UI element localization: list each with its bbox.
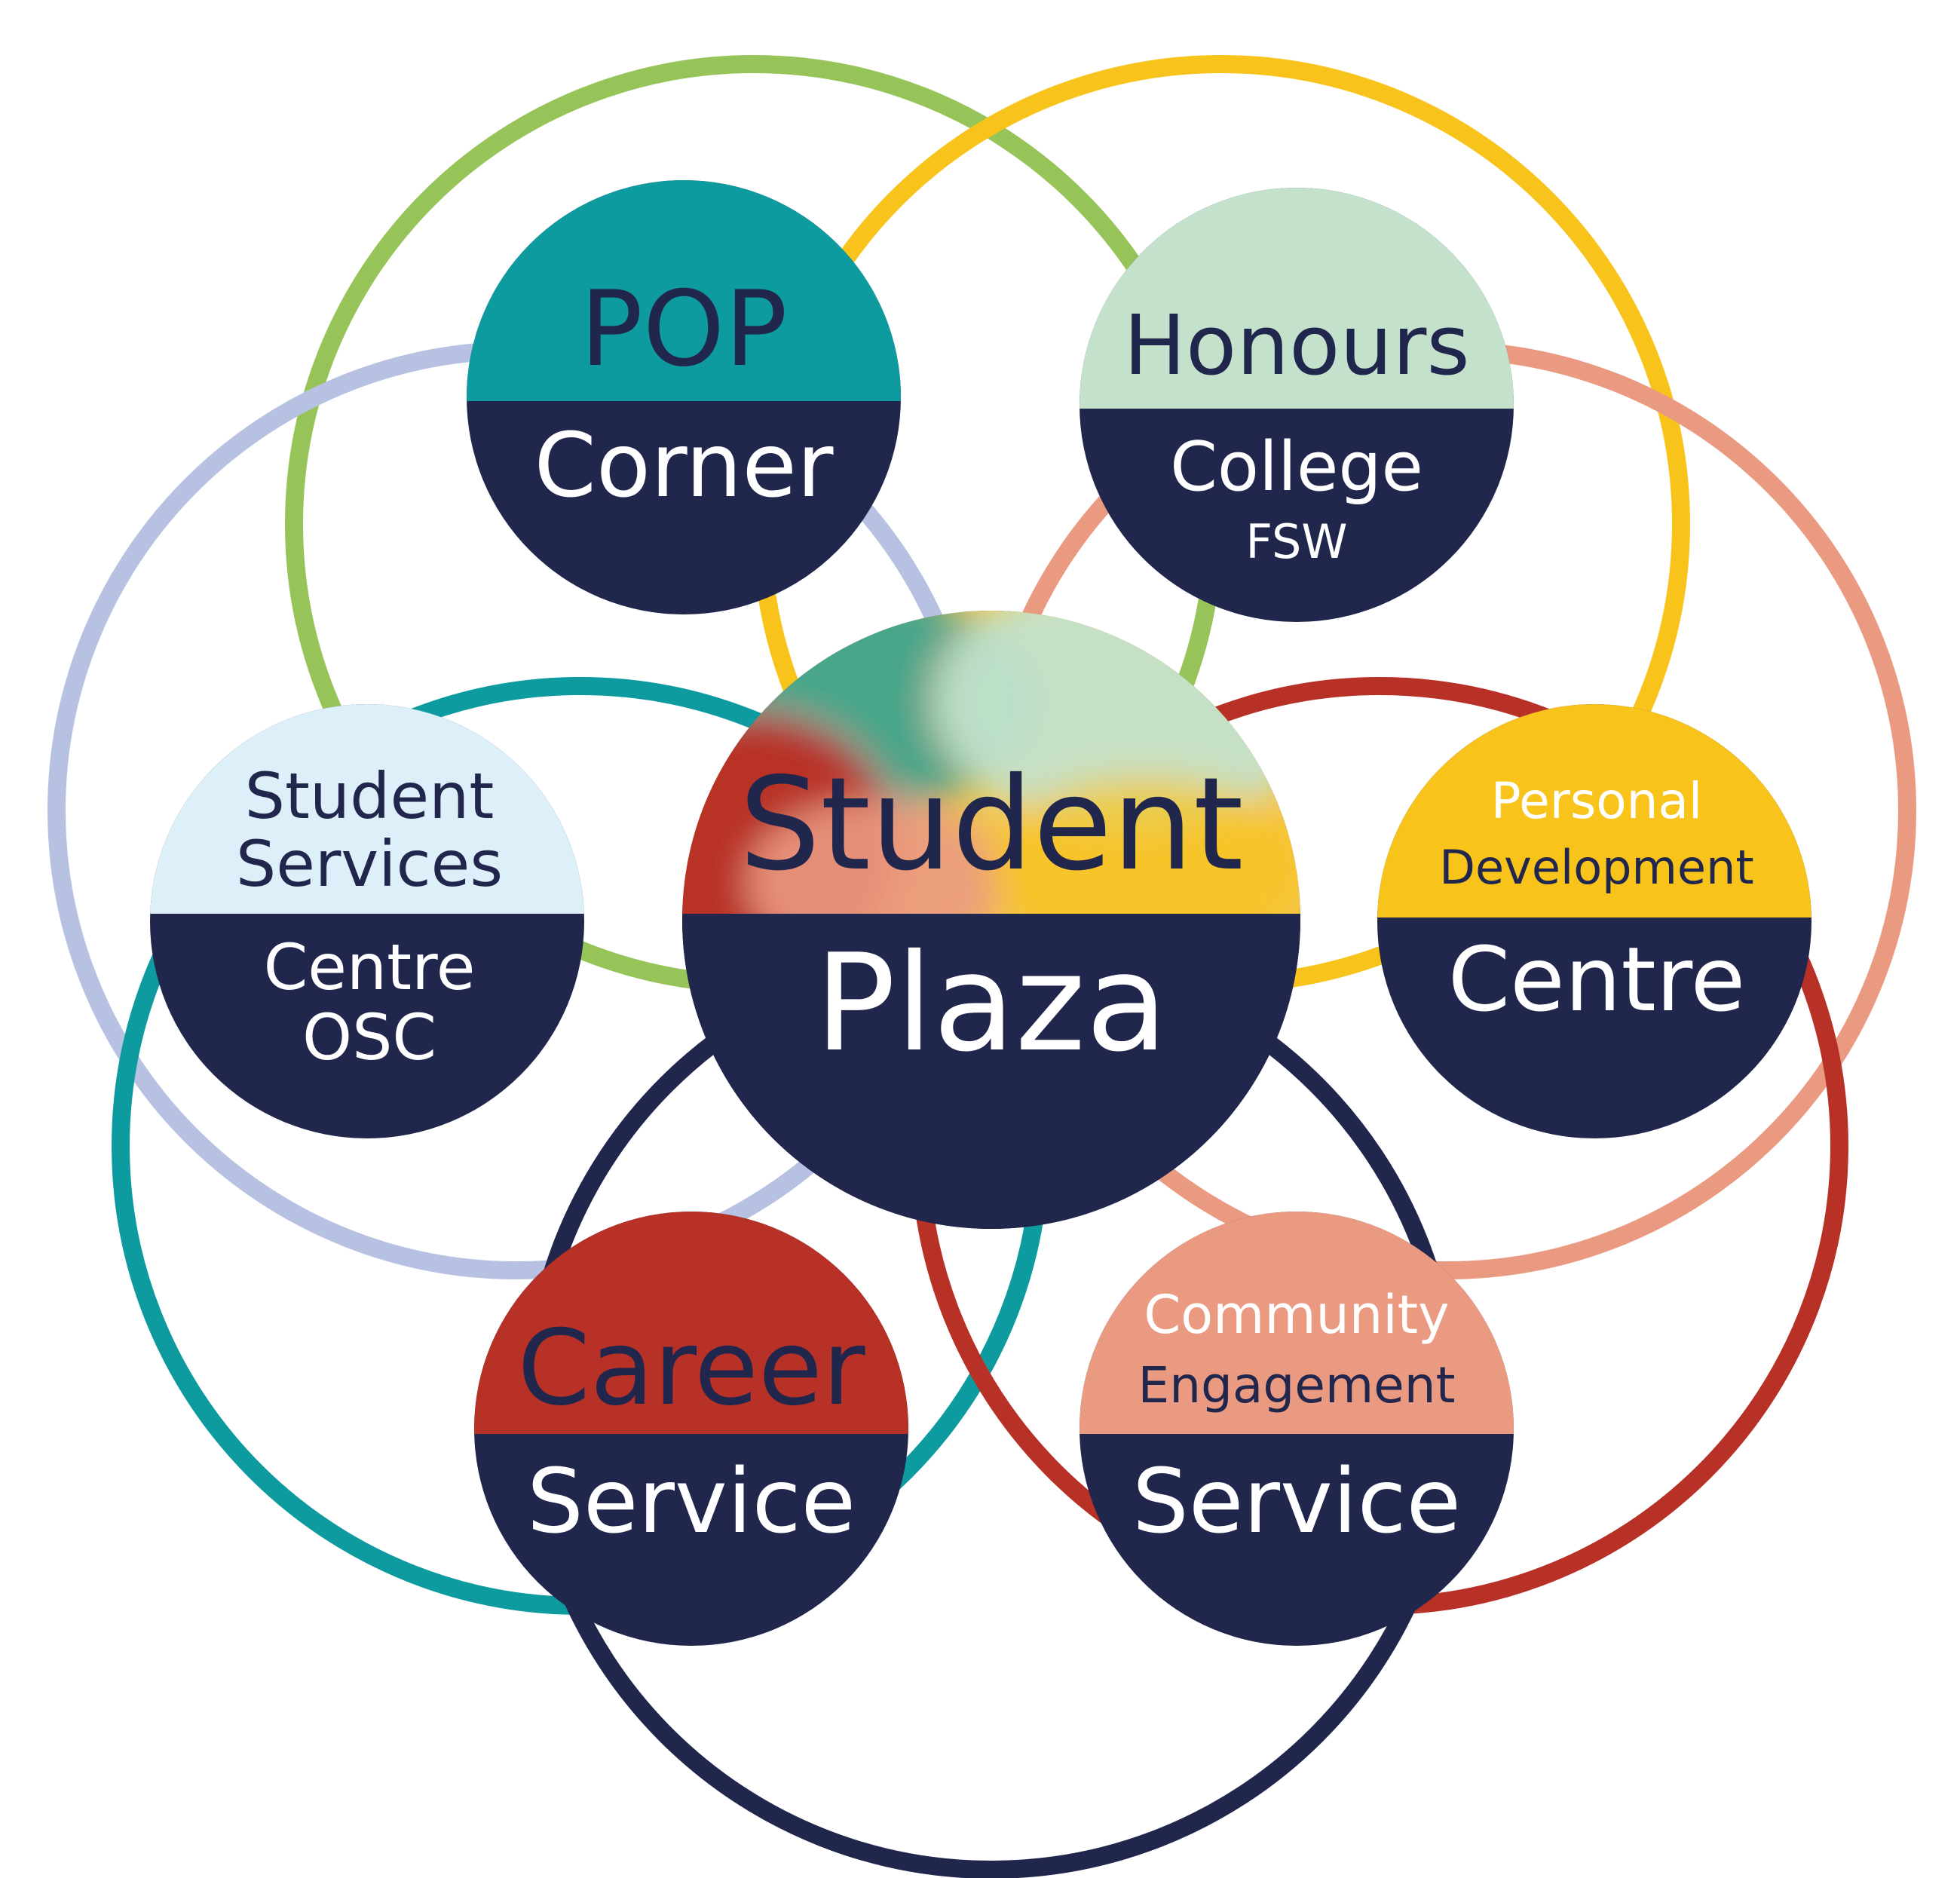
node-title: Personal bbox=[1491, 772, 1703, 830]
node-title: Student bbox=[245, 759, 495, 833]
node-community-engagement-service[interactable]: Community Engagement Service bbox=[1070, 1199, 1538, 1646]
node-title: Student bbox=[739, 750, 1243, 899]
node-subtitle: Service bbox=[1132, 1449, 1461, 1553]
node-title-2: Engagement bbox=[1138, 1356, 1456, 1414]
node-subtitle-2: FSW bbox=[1245, 514, 1347, 569]
node-top-gradient bbox=[682, 611, 1300, 1229]
node-honours-college[interactable]: Honours College FSW bbox=[1070, 173, 1538, 622]
node-title-2: Services bbox=[236, 827, 503, 901]
node-subtitle: Centre bbox=[1448, 927, 1746, 1031]
node-title: POP bbox=[580, 268, 787, 390]
node-subtitle: Corner bbox=[534, 413, 834, 517]
node-title: Community bbox=[1144, 1284, 1449, 1346]
node-subtitle: Service bbox=[527, 1449, 856, 1553]
node-career-service[interactable]: Career Service bbox=[460, 1199, 927, 1646]
node-title-2: Development bbox=[1439, 840, 1753, 895]
node-student-plaza[interactable]: Student Plaza bbox=[611, 573, 1327, 1238]
blob-yellow bbox=[988, 777, 1300, 957]
node-title: Honours bbox=[1123, 297, 1469, 394]
node-title: Career bbox=[517, 1307, 865, 1429]
node-subtitle: College bbox=[1170, 427, 1423, 507]
node-subtitle: Centre bbox=[264, 930, 476, 1004]
node-subtitle-2: OSC bbox=[302, 1000, 436, 1074]
node-subtitle: Plaza bbox=[815, 925, 1168, 1081]
node-student-services-centre[interactable]: Student Services Centre OSC bbox=[136, 694, 603, 1138]
node-personal-development-centre[interactable]: Personal Development Centre bbox=[1364, 694, 1832, 1138]
node-pop-corner[interactable]: POP Corner bbox=[452, 151, 920, 614]
